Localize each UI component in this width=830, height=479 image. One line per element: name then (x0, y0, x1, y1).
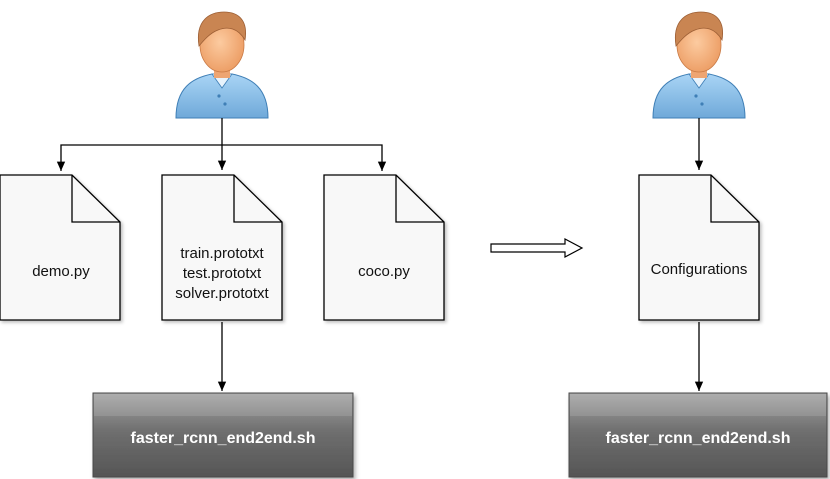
hollow-right-arrow-icon (490, 238, 584, 258)
document-configurations-label: Configurations (651, 261, 748, 278)
document-configurations (638, 174, 760, 321)
user-icon-left (175, 11, 269, 119)
script-label-right: faster_rcnn_end2end.sh (606, 430, 791, 447)
document-prototxt-line-3: solver.prototxt (175, 285, 269, 302)
document-coco-label: coco.py (358, 263, 410, 280)
script-box-right (568, 392, 828, 478)
left-connectors (56, 118, 387, 391)
document-icon (0, 174, 121, 321)
user-icon-right (652, 11, 746, 119)
document-icon (638, 174, 760, 321)
document-demo (0, 174, 121, 321)
document-icon (161, 174, 283, 321)
document-prototxt (161, 174, 283, 321)
document-coco (323, 174, 445, 321)
document-prototxt-line-2: test.prototxt (183, 265, 262, 282)
document-icon (323, 174, 445, 321)
script-box-left (92, 392, 354, 478)
document-demo-label: demo.py (32, 263, 90, 280)
script-label-left: faster_rcnn_end2end.sh (131, 430, 316, 447)
document-prototxt-line-1: train.prototxt (180, 245, 264, 262)
